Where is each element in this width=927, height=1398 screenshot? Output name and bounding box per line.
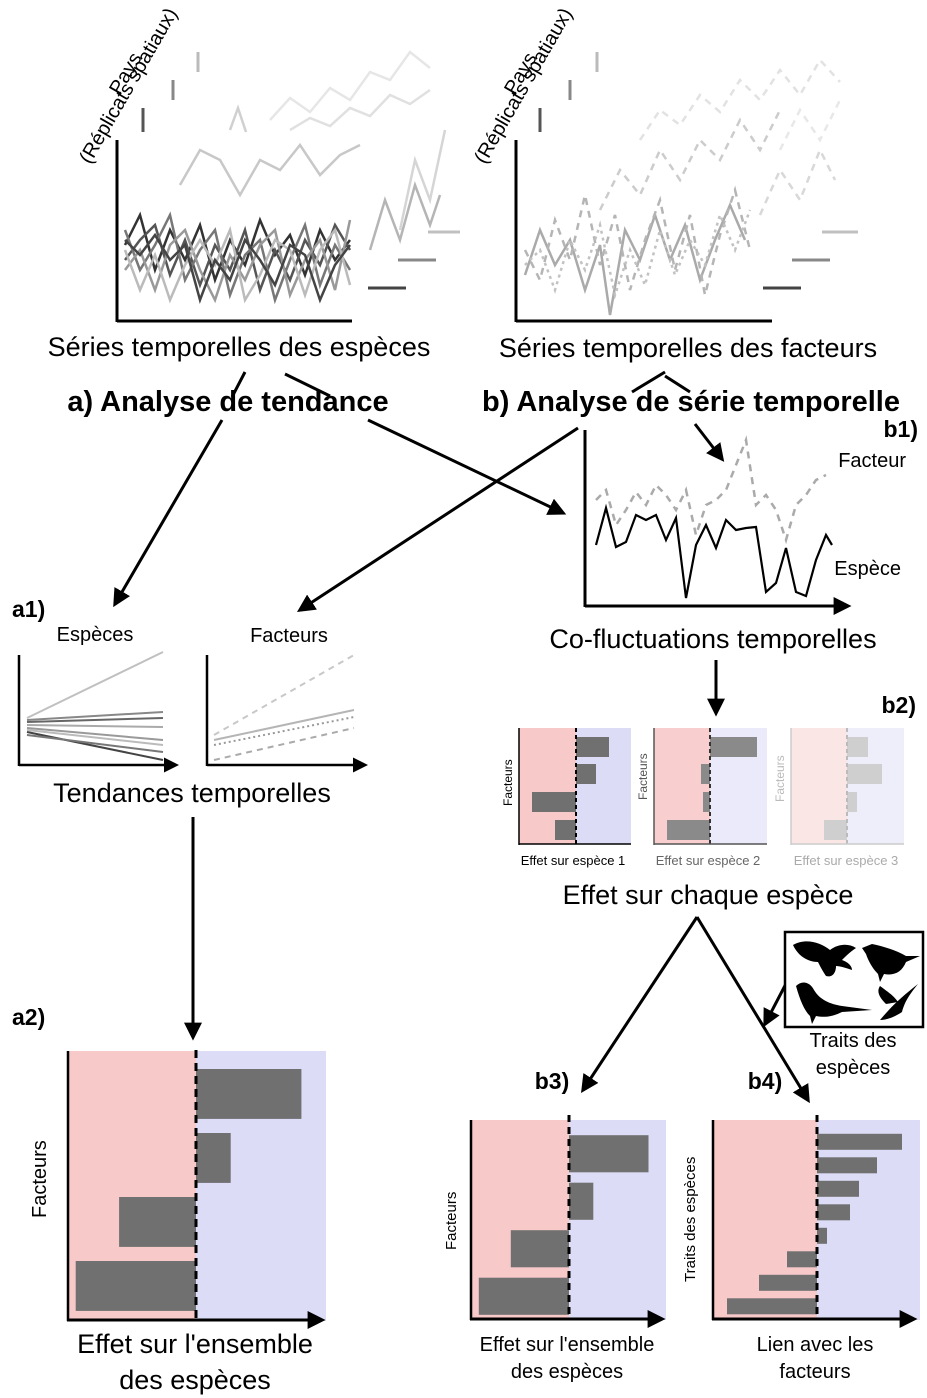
b2-3-bar-1 <box>847 737 868 757</box>
a1-factors-label: Facteurs <box>250 625 328 647</box>
b3-caption-1: Effet sur l'ensemble <box>480 1334 655 1356</box>
b4-bar-6 <box>787 1251 817 1268</box>
b2-1-bar-4 <box>555 820 576 840</box>
species-series-title: Séries temporelles des espèces <box>48 332 431 362</box>
b3-bar-1 <box>569 1135 649 1173</box>
b2-1-ylabel: Facteurs <box>501 759 515 806</box>
b2-caption: Effet sur chaque espèce <box>563 880 854 910</box>
b4-bar-4 <box>817 1204 850 1221</box>
b2-subplot-3: Facteurs Effet sur espèce 3 <box>773 728 904 868</box>
b3-bar-2 <box>569 1182 594 1220</box>
b2-effect-1: Effet sur espèce 1 <box>521 853 626 868</box>
b2-effect-2: Effet sur espèce 2 <box>656 853 761 868</box>
a1-caption: Tendances temporelles <box>53 778 331 808</box>
b4-bar-5 <box>817 1227 827 1244</box>
b4-bar-2 <box>817 1157 877 1174</box>
traits-box <box>783 930 925 1029</box>
b4-ylabel: Traits des espèces <box>682 1157 699 1282</box>
a2-caption-2: des espèces <box>119 1365 271 1395</box>
b4-caption-1: Lien avec les <box>757 1334 874 1356</box>
a1-label: a1) <box>12 596 45 622</box>
b4-bar-1 <box>817 1133 902 1150</box>
replicats-label-right: (Réplicats spatiaux) <box>470 4 577 167</box>
bird-silhouettes-icon <box>793 941 920 1024</box>
b4-bar-8 <box>727 1298 817 1315</box>
b3-caption-2: des espèces <box>511 1361 623 1383</box>
b3-bar-3 <box>510 1230 569 1268</box>
b3-panel: b3) Facteurs Effet sur l'ensemble des es… <box>443 1068 666 1383</box>
b2-2-bar-1 <box>710 737 757 757</box>
b3-bar-4 <box>478 1277 569 1315</box>
b2-1-bar-2 <box>576 764 596 784</box>
b2-subplot-2: Facteurs Effet sur espèce 2 <box>636 728 767 868</box>
b2-label: b2) <box>882 692 917 718</box>
b2-3-bar-3 <box>847 792 857 812</box>
traits-line2: espèces <box>816 1057 891 1079</box>
flow-arrows <box>113 370 810 1104</box>
a2-caption-1: Effet sur l'ensemble <box>77 1329 313 1359</box>
a2-bar-2 <box>196 1133 231 1183</box>
b2-2-ylabel: Facteurs <box>636 753 650 800</box>
b4-bar-3 <box>817 1180 859 1197</box>
b1-species-label: Espèce <box>834 558 901 580</box>
a2-bars <box>75 1069 302 1311</box>
b3-label: b3) <box>535 1068 570 1094</box>
b2-3-bar-2 <box>847 764 882 784</box>
a1-species-label: Espèces <box>57 624 134 646</box>
b3-bars <box>478 1135 649 1315</box>
b2-2-bar-2 <box>701 764 710 784</box>
replicats-label: (Réplicats spatiaux) <box>75 4 182 167</box>
b2-2-bar-3 <box>703 792 710 812</box>
b4-label: b4) <box>748 1068 783 1094</box>
a1-panel: a1) Espèces Facteurs <box>12 596 368 773</box>
b2-effect-3: Effet sur espèce 3 <box>794 853 899 868</box>
b4-bars <box>727 1133 902 1315</box>
b1-label: b1) <box>884 416 919 442</box>
b1-factor-label: Facteur <box>838 450 906 472</box>
b4-bar-7 <box>759 1274 817 1291</box>
b2-1-bar-1 <box>576 737 609 757</box>
factor-series-plot: Pays (Réplicats spatiaux) <box>470 4 858 323</box>
b2-subplot-1: Facteurs Effet sur espèce 1 <box>501 728 631 868</box>
factor-series-title: Séries temporelles des facteurs <box>499 333 877 363</box>
b2-3-ylabel: Facteurs <box>773 755 787 802</box>
traits-line1: Traits des <box>809 1030 896 1052</box>
b1-caption: Co-fluctuations temporelles <box>549 624 876 654</box>
b2-2-bar-4 <box>667 820 710 840</box>
a2-panel: a2) Facteurs Effet sur l'ensemble des es… <box>12 1004 326 1395</box>
b4-caption-2: facteurs <box>779 1361 850 1383</box>
b1-panel: b1) Facteur Espèce <box>583 416 919 615</box>
b2-1-bar-3 <box>532 792 576 812</box>
a2-ylabel: Facteurs <box>29 1140 51 1218</box>
trend-analysis-title: a) Analyse de tendance <box>67 386 388 418</box>
a2-bar-4 <box>75 1261 196 1311</box>
species-series-plot: Pays (Réplicats spatiaux) <box>75 4 460 323</box>
a2-bar-3 <box>119 1197 196 1247</box>
b2-panel: b2) Facteurs Effet sur espèce 1 <box>501 692 916 868</box>
a2-label: a2) <box>12 1004 45 1030</box>
a2-bar-1 <box>196 1069 302 1119</box>
b2-3-bar-4 <box>824 820 847 840</box>
b4-panel: b4) Traits des espèces Lien avec les fac… <box>682 1068 920 1383</box>
timeseries-analysis-title: b) Analyse de série temporelle <box>482 386 900 418</box>
b3-ylabel: Facteurs <box>443 1192 460 1250</box>
